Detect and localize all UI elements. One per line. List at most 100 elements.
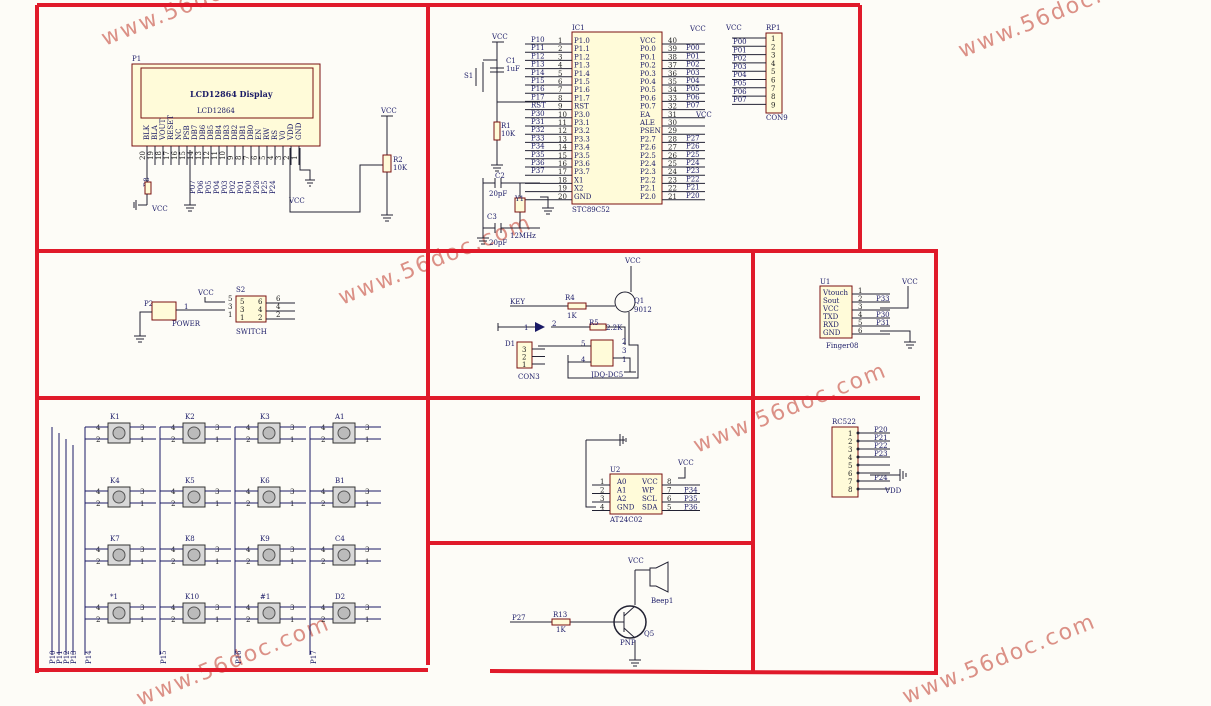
rp1-part: CON9 — [766, 114, 788, 122]
s1-label: S1 — [464, 72, 473, 80]
rc522-ref: RC522 — [832, 418, 856, 426]
mcu-pin-num-left: 2 — [558, 45, 562, 53]
lcd-pin-num: 8 — [235, 156, 243, 160]
rc522-net: P24 — [874, 474, 888, 482]
key-pin2: 2 — [246, 558, 250, 566]
key-pin2: 2 — [321, 616, 325, 624]
mcu-pin-num-right: 25 — [668, 160, 677, 168]
mcu-pin-num-right: 31 — [668, 111, 677, 119]
lcd-title: LCD12864 Display — [190, 89, 273, 99]
lcd-pin-num: 18 — [155, 151, 163, 160]
rc522-pin-num: 7 — [848, 478, 852, 486]
mcu-pin-num-left: 18 — [558, 176, 567, 184]
mcu-pin-right: P2.5 — [640, 152, 656, 160]
eeprom-pin-right: VCC — [641, 478, 658, 486]
mcu-pin-num-left: 14 — [558, 144, 567, 152]
key-button — [112, 548, 126, 562]
key-label: K1 — [110, 413, 120, 421]
c1-cap — [490, 67, 504, 73]
lcd-vcc-label: VCC — [151, 205, 168, 213]
key-net: P11 — [56, 650, 64, 664]
jdq-r1: 3 — [622, 347, 626, 355]
mcu-pin-right: P0.3 — [640, 70, 656, 78]
lcd-pin-name: GND — [295, 122, 303, 140]
mcu-vcc-ea: VCC — [695, 111, 712, 119]
eeprom-pin-left: A1 — [616, 487, 627, 495]
key-button — [337, 548, 351, 562]
key-pin4: 4 — [96, 424, 101, 432]
jdq-r2: 1 — [622, 356, 626, 364]
key-button — [262, 606, 276, 620]
y1-label: Y1 — [514, 195, 524, 203]
vcc-wire — [204, 297, 225, 303]
jdq-body — [590, 339, 614, 367]
key-pin4: 4 — [96, 488, 101, 496]
lcd-pin-name: PSB — [183, 125, 191, 140]
eeprom-num-right: 7 — [667, 487, 671, 495]
mcu-pin-right: VCC — [639, 37, 656, 45]
pot-body — [382, 154, 392, 173]
con3-label: CON3 — [518, 373, 540, 381]
rc522-pin-num: 3 — [848, 446, 852, 454]
rp1-net: P07 — [733, 96, 747, 104]
u1-body — [819, 285, 853, 339]
key-label: K10 — [185, 593, 199, 601]
key-pin2: 2 — [321, 436, 325, 444]
mcu-pin-left: P1.2 — [574, 53, 590, 61]
rp1-net: P01 — [733, 46, 747, 54]
lcd-pin-num: 20 — [139, 151, 147, 160]
key-net: P13 — [70, 650, 78, 664]
rc522-pin-num: 1 — [848, 430, 852, 438]
mcu-pin-num-right: 26 — [668, 152, 677, 160]
mcu-net-right: P06 — [686, 93, 700, 101]
mcu-pin-num-left: 12 — [558, 127, 567, 135]
mcu-pin-num-left: 1 — [558, 37, 562, 45]
key-pin4: 4 — [321, 604, 326, 612]
key-pin2: 2 — [96, 436, 100, 444]
lcd-net-label: P06 — [197, 180, 205, 194]
rp1-net: P06 — [733, 88, 747, 96]
s2-pin-r-in: 2 — [258, 314, 262, 322]
key-pin3: 3 — [215, 546, 219, 554]
eeprom-num-left: 1 — [600, 478, 604, 486]
key-pin1: 1 — [215, 500, 219, 508]
key-button — [112, 426, 126, 440]
mcu-pin-right: EA — [640, 111, 651, 119]
mcu-net-right: P02 — [686, 61, 700, 69]
rc522-pin-dot — [856, 463, 860, 467]
key-button — [112, 490, 126, 504]
rc522-pin-dot — [856, 487, 860, 491]
xtal-caps — [494, 178, 502, 233]
key-pin1: 1 — [365, 558, 369, 566]
mcu-pin-num-right: 34 — [668, 86, 677, 94]
key-pin3: 3 — [140, 546, 144, 554]
key-pin2: 2 — [96, 500, 100, 508]
rp1-pin-num: 5 — [771, 68, 775, 76]
key-pin3: 3 — [290, 604, 294, 612]
rc522-pin-num: 8 — [848, 486, 852, 494]
mcu-pin-right: P2.3 — [640, 168, 656, 176]
key-net: P10 — [49, 650, 57, 664]
rc522-pin-dot — [856, 439, 860, 443]
u1-pin-name: Vtouch — [822, 289, 849, 297]
mcu-pin-right: P2.0 — [640, 193, 656, 201]
gnd-wire — [299, 148, 315, 187]
r1-label: R1 — [501, 122, 511, 130]
r1-resistor — [493, 121, 501, 141]
con3-pin-num: 1 — [522, 361, 526, 369]
rp1-net: P00 — [733, 38, 747, 46]
crystal-circuit: C2 20pF Y1 12MHz C3 20pF — [477, 172, 540, 247]
d1-num2: 2 — [552, 320, 556, 328]
lcd-pin-name: DB3 — [223, 125, 231, 140]
s2-pin-l-in: 1 — [240, 314, 244, 322]
rp1-net: P03 — [733, 63, 747, 71]
lcd-pin-num: 10 — [219, 151, 227, 160]
key-pin4: 4 — [246, 488, 251, 496]
lcd-pin-name: NC — [175, 129, 183, 140]
lcd-net-label: P02 — [229, 180, 237, 194]
key-button — [187, 606, 201, 620]
u1-pin-num: 5 — [858, 319, 862, 327]
